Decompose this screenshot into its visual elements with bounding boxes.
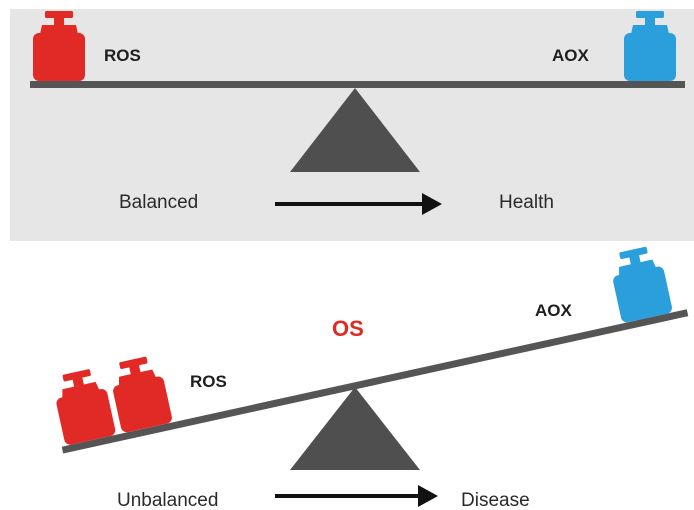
aox-weight-icon xyxy=(607,243,674,324)
unbalanced-label: Unbalanced xyxy=(117,490,218,510)
os-label: OS xyxy=(332,316,364,341)
tilted-beam xyxy=(61,309,689,454)
ros-weight-icon xyxy=(33,11,85,81)
balanced-scene: ROS AOX Balanced Health xyxy=(30,11,685,215)
aox-label: AOX xyxy=(552,46,590,65)
ros-weight-icon xyxy=(107,353,174,434)
unbalanced-scene: OS ROS AOX Unbalanced Disease xyxy=(50,243,689,510)
aox-weight-icon xyxy=(624,11,676,81)
fulcrum-triangle-icon xyxy=(290,88,420,172)
aox-label: AOX xyxy=(535,301,573,320)
balanced-beam xyxy=(30,81,685,88)
ros-label: ROS xyxy=(104,46,141,65)
balanced-label: Balanced xyxy=(119,192,198,213)
fulcrum-triangle-icon xyxy=(290,387,420,470)
health-label: Health xyxy=(499,192,554,213)
ros-label: ROS xyxy=(190,372,227,391)
arrow-right-icon xyxy=(275,485,438,507)
disease-label: Disease xyxy=(461,490,530,510)
ros-weight-icon xyxy=(50,366,117,446)
arrow-right-icon xyxy=(275,193,442,215)
